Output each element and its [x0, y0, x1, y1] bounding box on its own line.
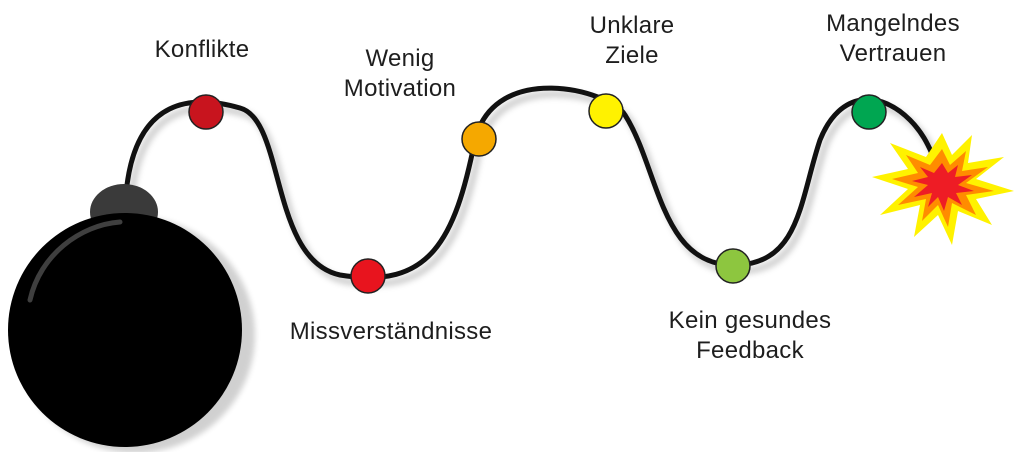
fuse-line: [123, 85, 938, 281]
explosion-inner: [912, 163, 974, 211]
bomb-icon: [8, 184, 255, 452]
dot-kein-feedback: [715, 248, 751, 284]
label-mangelndes-line1: Mangelndes: [826, 10, 960, 37]
label-wenig-motivation: Wenig Motivation: [344, 44, 456, 104]
dot-mangelndes-vertrauen: [851, 94, 887, 130]
label-kein-feedback: Kein gesundes Feedback: [669, 306, 832, 366]
label-mangelndes-vertrauen: Mangelndes Vertrauen: [826, 9, 960, 69]
label-missverstaendnisse-text: Missverständnisse: [289, 318, 493, 345]
label-wenig-line2: Motivation: [343, 75, 457, 102]
dot-konflikte: [188, 94, 224, 130]
dot-wenig-motivation: [461, 121, 497, 157]
dot-unklare-ziele: [588, 93, 624, 129]
explosion-icon: [872, 133, 1014, 245]
label-konflikte-text: Konflikte: [154, 36, 250, 63]
fuse-shadow: [127, 90, 944, 288]
bomb-body: [8, 213, 242, 447]
label-unklare-line1: Unklare: [589, 12, 675, 39]
label-kein-line1: Kein gesundes: [668, 307, 832, 334]
label-missverstaendnisse: Missverständnisse: [290, 317, 493, 347]
label-kein-line2: Feedback: [696, 337, 804, 364]
label-wenig-line1: Wenig: [365, 45, 435, 72]
dot-missverstaendnisse: [350, 258, 386, 294]
label-mangelndes-line2: Vertrauen: [839, 40, 947, 67]
bomb-highlight: [27, 219, 123, 303]
label-unklare-ziele: Unklare Ziele: [590, 11, 675, 71]
label-konflikte: Konflikte: [155, 35, 250, 65]
label-unklare-line2: Ziele: [605, 42, 659, 69]
